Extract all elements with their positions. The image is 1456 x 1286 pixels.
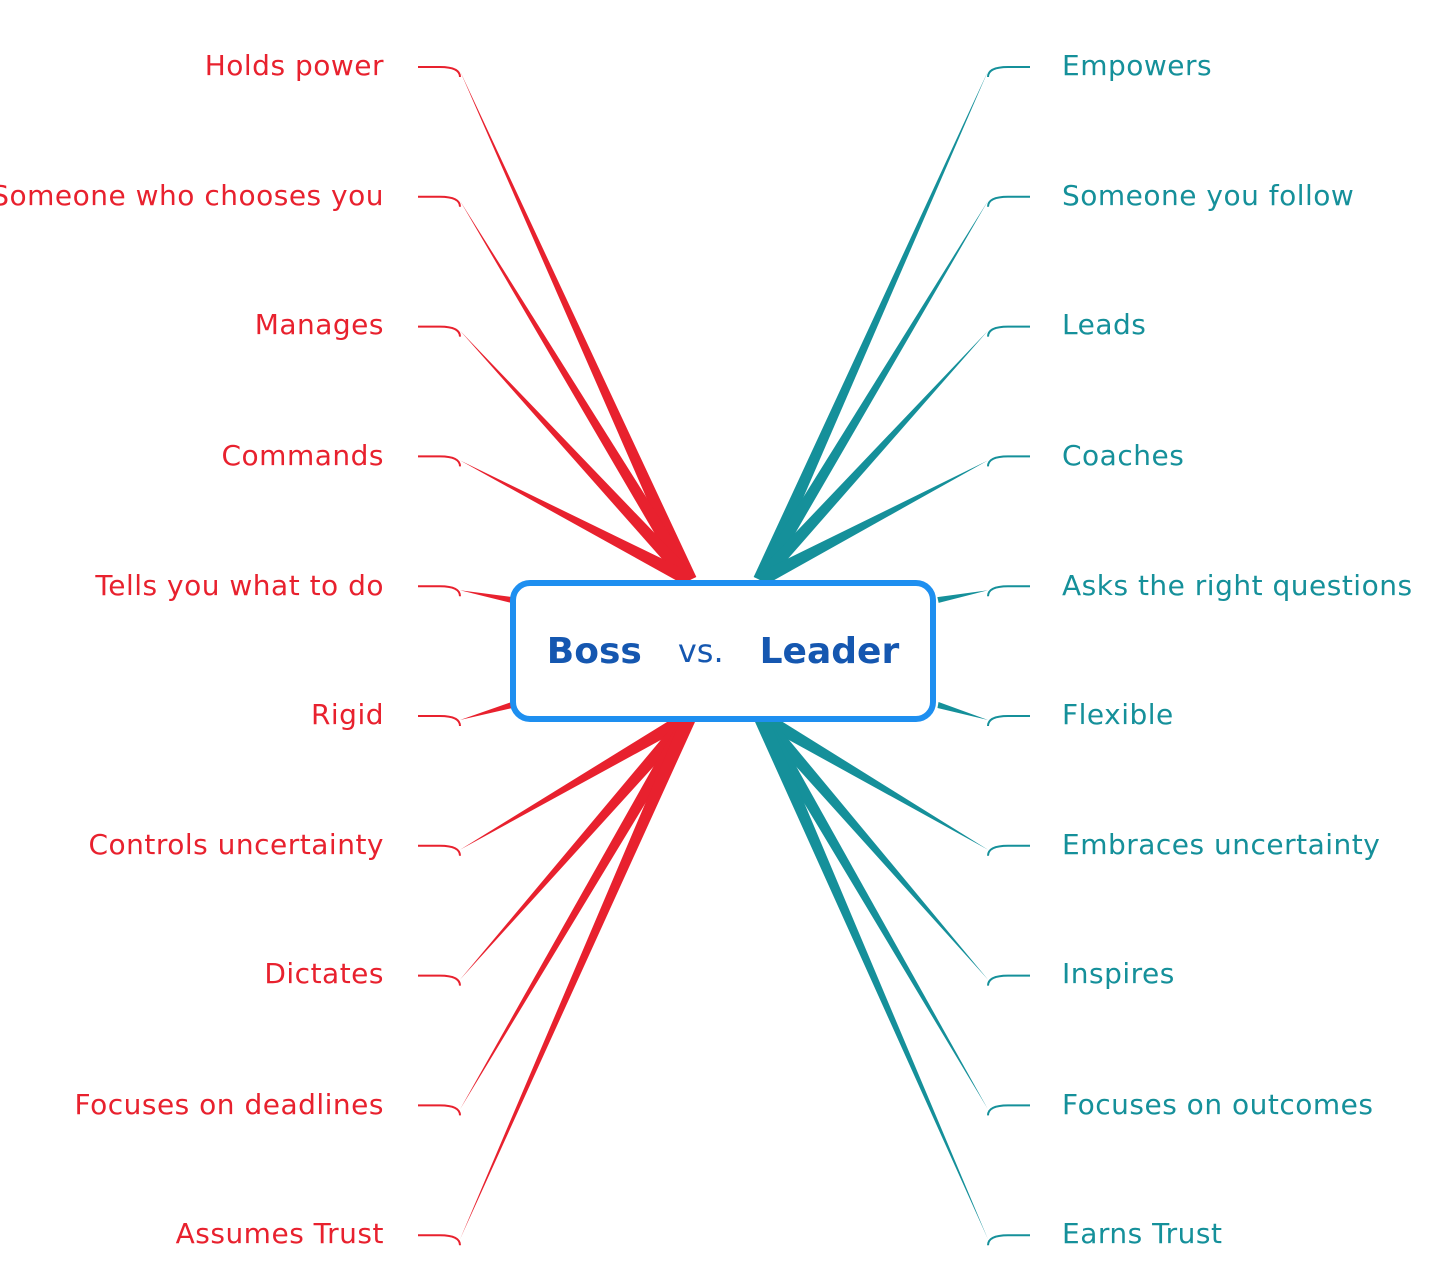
boss-branch-group — [418, 66, 697, 1246]
leader-8-connector — [987, 1104, 1030, 1116]
boss-item-dictates: Dictates — [264, 957, 384, 990]
central-topic-leader: Leader — [759, 630, 900, 672]
leader-branch-group — [753, 66, 1030, 1246]
leader-item-embraces-uncertainty: Embraces uncertainty — [1062, 828, 1381, 861]
leader-item-earns-trust: Earns Trust — [1062, 1217, 1223, 1250]
leader-7-branch — [754, 711, 988, 980]
boss-2-branch — [460, 330, 696, 585]
boss-4-branch — [460, 590, 513, 603]
boss-6-connector — [418, 844, 461, 856]
boss-8-connector — [418, 1104, 461, 1116]
boss-item-commands: Commands — [221, 439, 384, 472]
boss-9-branch — [460, 713, 697, 1240]
boss-7-connector — [418, 974, 461, 986]
boss-item-focuses-on-deadlines: Focuses on deadlines — [74, 1088, 384, 1121]
leader-4-connector — [987, 585, 1030, 597]
leader-item-inspires: Inspires — [1062, 957, 1175, 990]
boss-1-connector — [418, 195, 461, 207]
central-topic-vs: vs. — [677, 632, 724, 670]
boss-item-controls-uncertainty: Controls uncertainty — [88, 828, 384, 861]
boss-item-assumes-trust: Assumes Trust — [175, 1217, 384, 1250]
leader-7-connector — [987, 974, 1030, 986]
central-topic-boss: Boss — [546, 630, 642, 672]
leader-0-connector — [987, 66, 1030, 78]
boss-5-connector — [418, 715, 461, 727]
boss-0-branch — [460, 71, 697, 583]
leader-3-connector — [987, 455, 1030, 467]
leader-item-focuses-on-outcomes: Focuses on outcomes — [1062, 1088, 1374, 1121]
boss-3-connector — [418, 455, 461, 467]
leader-1-connector — [987, 195, 1030, 207]
leader-6-connector — [987, 844, 1030, 856]
central-topic-node: Boss vs. Leader — [510, 580, 936, 722]
leader-item-coaches: Coaches — [1062, 439, 1185, 472]
boss-5-branch — [460, 702, 513, 720]
leader-item-flexible: Flexible — [1062, 698, 1174, 731]
leader-5-connector — [987, 715, 1030, 727]
leader-4-branch — [937, 590, 988, 603]
boss-item-manages: Manages — [254, 308, 384, 341]
leader-9-connector — [987, 1234, 1030, 1246]
leader-item-someone-you-follow: Someone you follow — [1062, 179, 1355, 212]
leader-6-branch — [756, 709, 988, 850]
boss-1-branch — [460, 200, 696, 584]
leader-1-branch — [754, 200, 988, 584]
boss-9-connector — [418, 1234, 461, 1246]
leader-item-asks-the-right-questions: Asks the right questions — [1062, 569, 1413, 602]
leader-item-empowers: Empowers — [1062, 49, 1213, 82]
boss-item-tells-you-what-to-do: Tells you what to do — [95, 569, 384, 602]
leader-2-connector — [987, 325, 1030, 337]
boss-7-branch — [460, 711, 696, 980]
boss-3-branch — [460, 460, 694, 587]
leader-8-branch — [754, 712, 988, 1110]
leader-9-branch — [753, 713, 988, 1240]
leader-item-leads: Leads — [1062, 308, 1147, 341]
boss-4-connector — [418, 585, 461, 597]
leader-0-branch — [753, 71, 988, 583]
boss-2-connector — [418, 325, 461, 337]
boss-0-connector — [418, 66, 461, 78]
leader-3-branch — [756, 460, 988, 587]
leader-2-branch — [754, 330, 988, 585]
boss-item-holds-power: Holds power — [204, 49, 384, 82]
leader-5-branch — [937, 702, 988, 720]
boss-6-branch — [460, 709, 694, 850]
boss-item-rigid: Rigid — [310, 698, 384, 731]
boss-item-someone-who-chooses-you: Someone who chooses you — [0, 179, 384, 212]
boss-8-branch — [460, 712, 696, 1110]
